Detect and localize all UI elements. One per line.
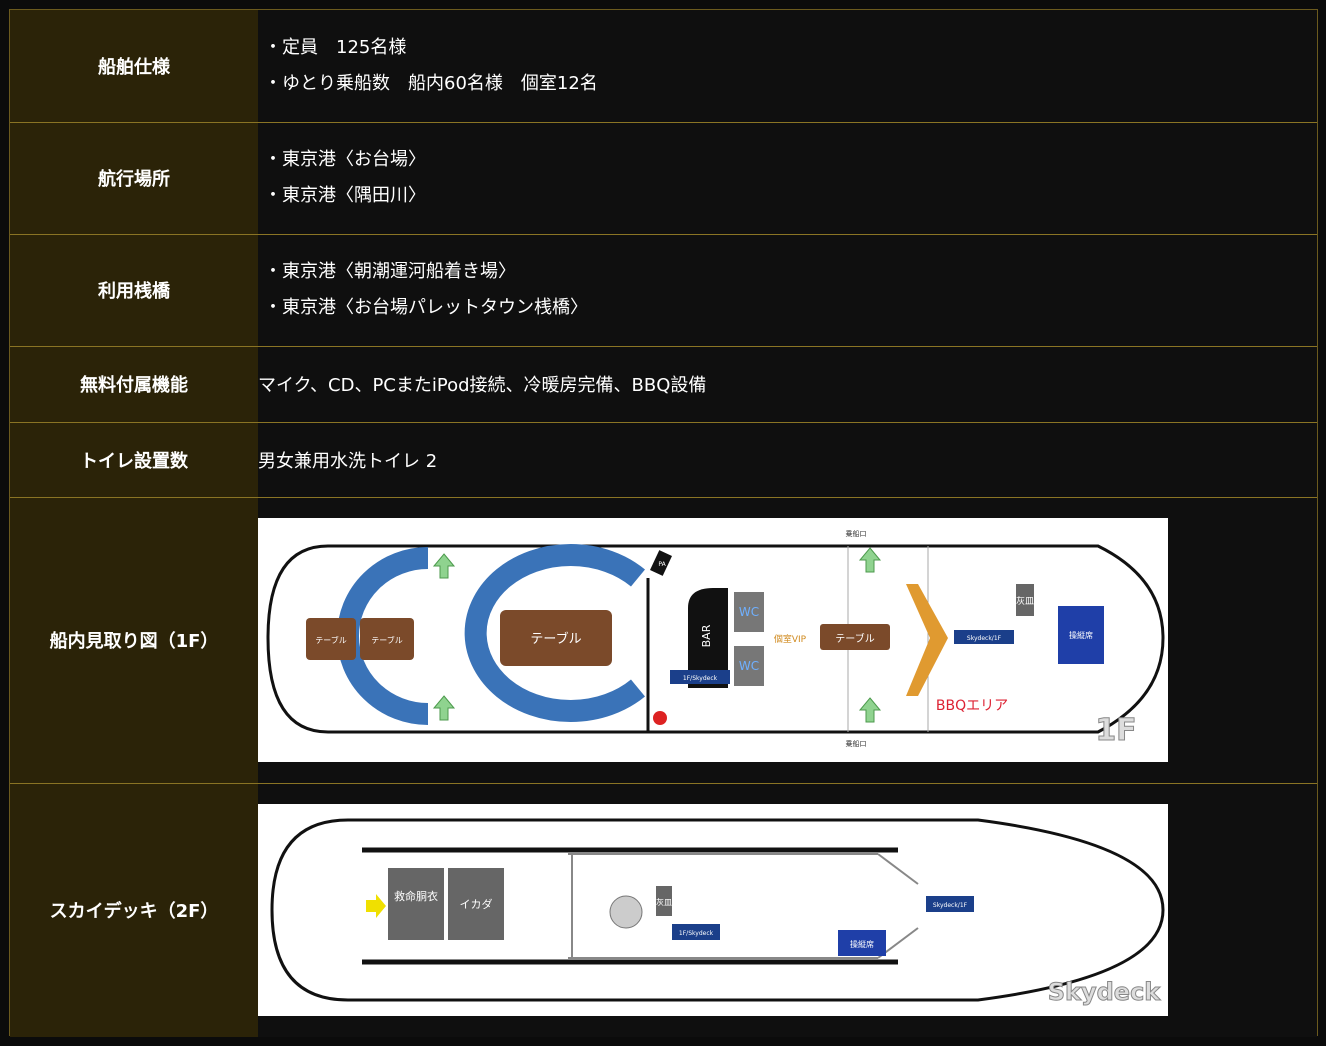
row-toilets: トイレ設置数 男女兼用水洗トイレ 2 <box>10 422 1317 498</box>
stairs-label: Skydeck/1F <box>967 635 1002 642</box>
spec-item: ゆとり乗船数 船内60名様 個室12名 <box>264 66 1317 102</box>
bar-label: BAR <box>700 624 713 647</box>
spec-item: 東京港〈お台場パレットタウン桟橋〉 <box>264 290 1317 326</box>
spec-table-frame: 船舶仕様 定員 125名様 ゆとり乗船数 船内60名様 個室12名 航行場所 東… <box>9 9 1318 1037</box>
table-label: テーブル <box>530 631 581 647</box>
table-label: テーブル <box>371 635 403 645</box>
green-arrow-icon <box>432 547 882 723</box>
cockpit-label: 操縦席 <box>1069 630 1093 640</box>
boarding-label: 乗船口 <box>846 739 867 748</box>
spec-item: 東京港〈隅田川〉 <box>264 178 1317 214</box>
bbq-area-label: BBQエリア <box>936 698 1008 714</box>
row-skydeck-2f: スカイデッキ（2F） 救命胴衣 イカダ 灰皿 <box>10 783 1317 1037</box>
spec-item: 東京港〈朝潮運河船着き場〉 <box>264 254 1317 290</box>
floorplan-1f-image: テーブル テーブル テーブル BAR WC <box>258 518 1168 762</box>
ashtray-label: 灰皿 <box>656 897 672 907</box>
row-label: スカイデッキ（2F） <box>10 783 258 1037</box>
row-free-features: 無料付属機能 マイク、CD、PCまたiPod接続、冷暖房完備、BBQ設備 <box>10 346 1317 423</box>
ship-spec-table: 船舶仕様 定員 125名様 ゆとり乗船数 船内60名様 個室12名 航行場所 東… <box>10 10 1317 1037</box>
pa-label: PA <box>658 561 666 568</box>
stairs-label: 1F/Skydeck <box>683 675 718 682</box>
ashtray-label: 灰皿 <box>1016 595 1034 607</box>
wc-label: WC <box>739 605 759 619</box>
spec-item: 定員 125名様 <box>264 30 1317 66</box>
spec-text: 男女兼用水洗トイレ 2 <box>258 422 1317 498</box>
raft-label: イカダ <box>460 897 493 911</box>
row-label: 船内見取り図（1F） <box>10 497 258 784</box>
stairs-label: Skydeck/1F <box>933 902 968 909</box>
boarding-label: 乗船口 <box>846 529 867 538</box>
row-navigation-area: 航行場所 東京港〈お台場〉 東京港〈隅田川〉 <box>10 122 1317 235</box>
spec-text: マイク、CD、PCまたiPod接続、冷暖房完備、BBQ設備 <box>258 346 1317 423</box>
row-label: 航行場所 <box>10 122 258 235</box>
floorplan-2f-image: 救命胴衣 イカダ 灰皿 1F/Skydeck Skydeck/1F 操縦席 Sk… <box>258 804 1168 1017</box>
vip-label: 個室VIP <box>774 633 807 645</box>
table-label: テーブル <box>835 632 874 645</box>
stairs-label: 1F/Skydeck <box>679 930 714 937</box>
yellow-arrow-icon <box>366 894 386 919</box>
table-label: テーブル <box>315 635 347 645</box>
cockpit-label: 操縦席 <box>850 939 874 949</box>
row-ship-spec: 船舶仕様 定員 125名様 ゆとり乗船数 船内60名様 個室12名 <box>10 10 1317 123</box>
row-label: 船舶仕様 <box>10 10 258 123</box>
deck-label: Skydeck <box>1048 978 1162 1006</box>
row-label: トイレ設置数 <box>10 422 258 498</box>
row-label: 無料付属機能 <box>10 346 258 423</box>
row-label: 利用桟橋 <box>10 234 258 347</box>
row-pier: 利用桟橋 東京港〈朝潮運河船着き場〉 東京港〈お台場パレットタウン桟橋〉 <box>10 234 1317 347</box>
wc-label: WC <box>739 659 759 673</box>
floor-label: 1F <box>1095 713 1136 748</box>
spec-item: 東京港〈お台場〉 <box>264 142 1317 178</box>
lifejacket-label: 救命胴衣 <box>394 889 438 903</box>
row-floorplan-1f: 船内見取り図（1F） テーブル テーブル テーブル <box>10 497 1317 784</box>
